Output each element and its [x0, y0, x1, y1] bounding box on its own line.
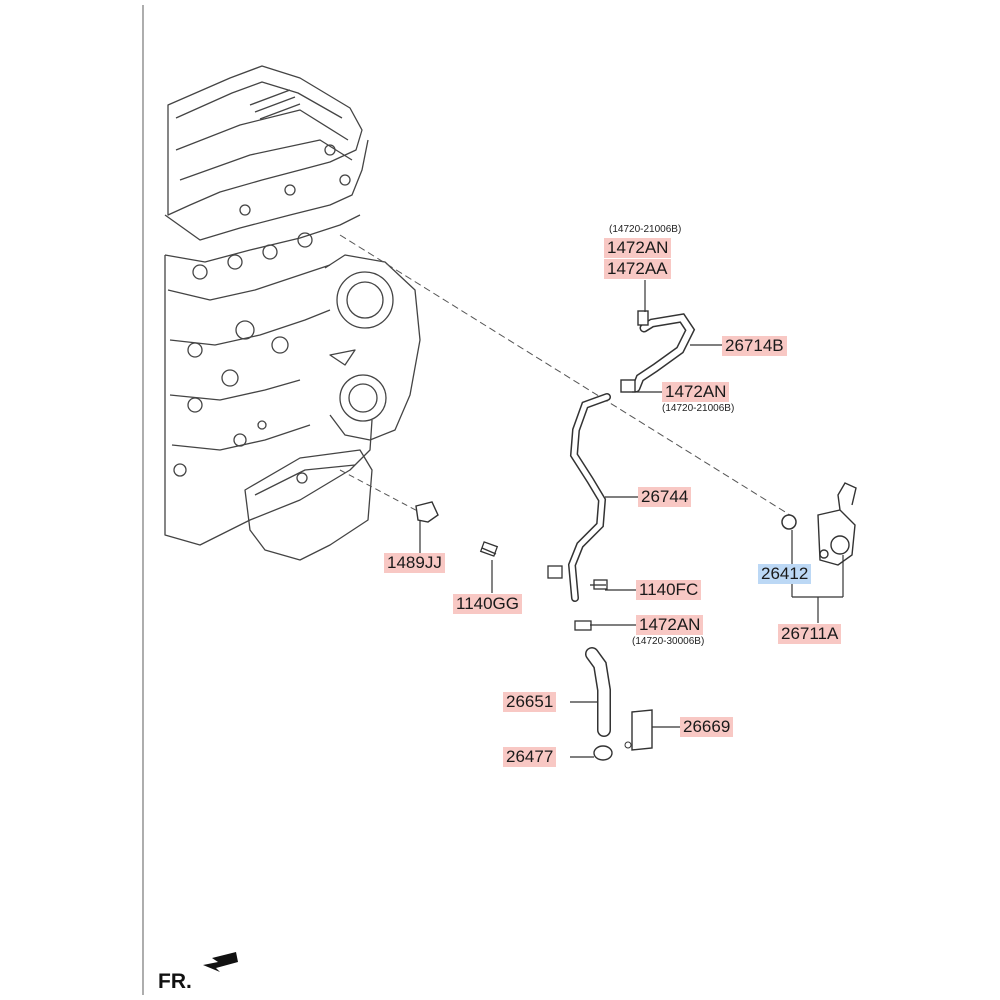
ref-note-top: (14720-21006B) — [609, 224, 682, 235]
part-label-26669[interactable]: 26669 — [680, 717, 734, 737]
part-label-26477[interactable]: 26477 — [503, 747, 557, 767]
clamp-lower — [574, 620, 592, 631]
pcv-valve-assembly — [817, 482, 857, 566]
cap-26477 — [593, 745, 613, 761]
bracket-1489jj — [415, 501, 439, 523]
assembly-leader-line — [339, 234, 791, 516]
part-label-26412[interactable]: 26412 — [758, 564, 812, 584]
engine-block-drawing — [164, 65, 421, 561]
part-label-1140fc[interactable]: 1140FC — [636, 580, 702, 600]
part-label-1489jj[interactable]: 1489JJ — [384, 553, 445, 573]
clamp-upper — [637, 310, 649, 326]
front-arrow-icon — [203, 952, 238, 972]
ref-note-mid: (14720-21006B) — [662, 403, 735, 414]
clamp-middle — [620, 379, 636, 393]
pipe-bracket — [547, 565, 563, 579]
part-label-26651[interactable]: 26651 — [503, 692, 557, 712]
bracket-leader-line — [339, 469, 426, 516]
front-orientation-label: FR. — [158, 970, 192, 993]
part-label-1472aa[interactable]: 1472AA — [604, 259, 671, 279]
o-ring-26412 — [781, 514, 797, 530]
bolt-1140fc — [590, 579, 608, 590]
part-label-1472an-mid[interactable]: 1472AN — [662, 382, 730, 402]
label-leader-lines — [419, 280, 844, 758]
ref-note-low: (14720-30006B) — [632, 636, 705, 647]
part-label-26744[interactable]: 26744 — [638, 487, 692, 507]
part-label-1140gg[interactable]: 1140GG — [453, 594, 523, 614]
hose-26669 — [631, 709, 653, 751]
part-label-26714b[interactable]: 26714B — [722, 336, 787, 356]
bolt-1140gg — [479, 541, 499, 557]
part-label-1472an-low[interactable]: 1472AN — [636, 615, 704, 635]
part-label-26711a[interactable]: 26711A — [778, 624, 842, 644]
part-label-1472an-top[interactable]: 1472AN — [604, 238, 672, 258]
